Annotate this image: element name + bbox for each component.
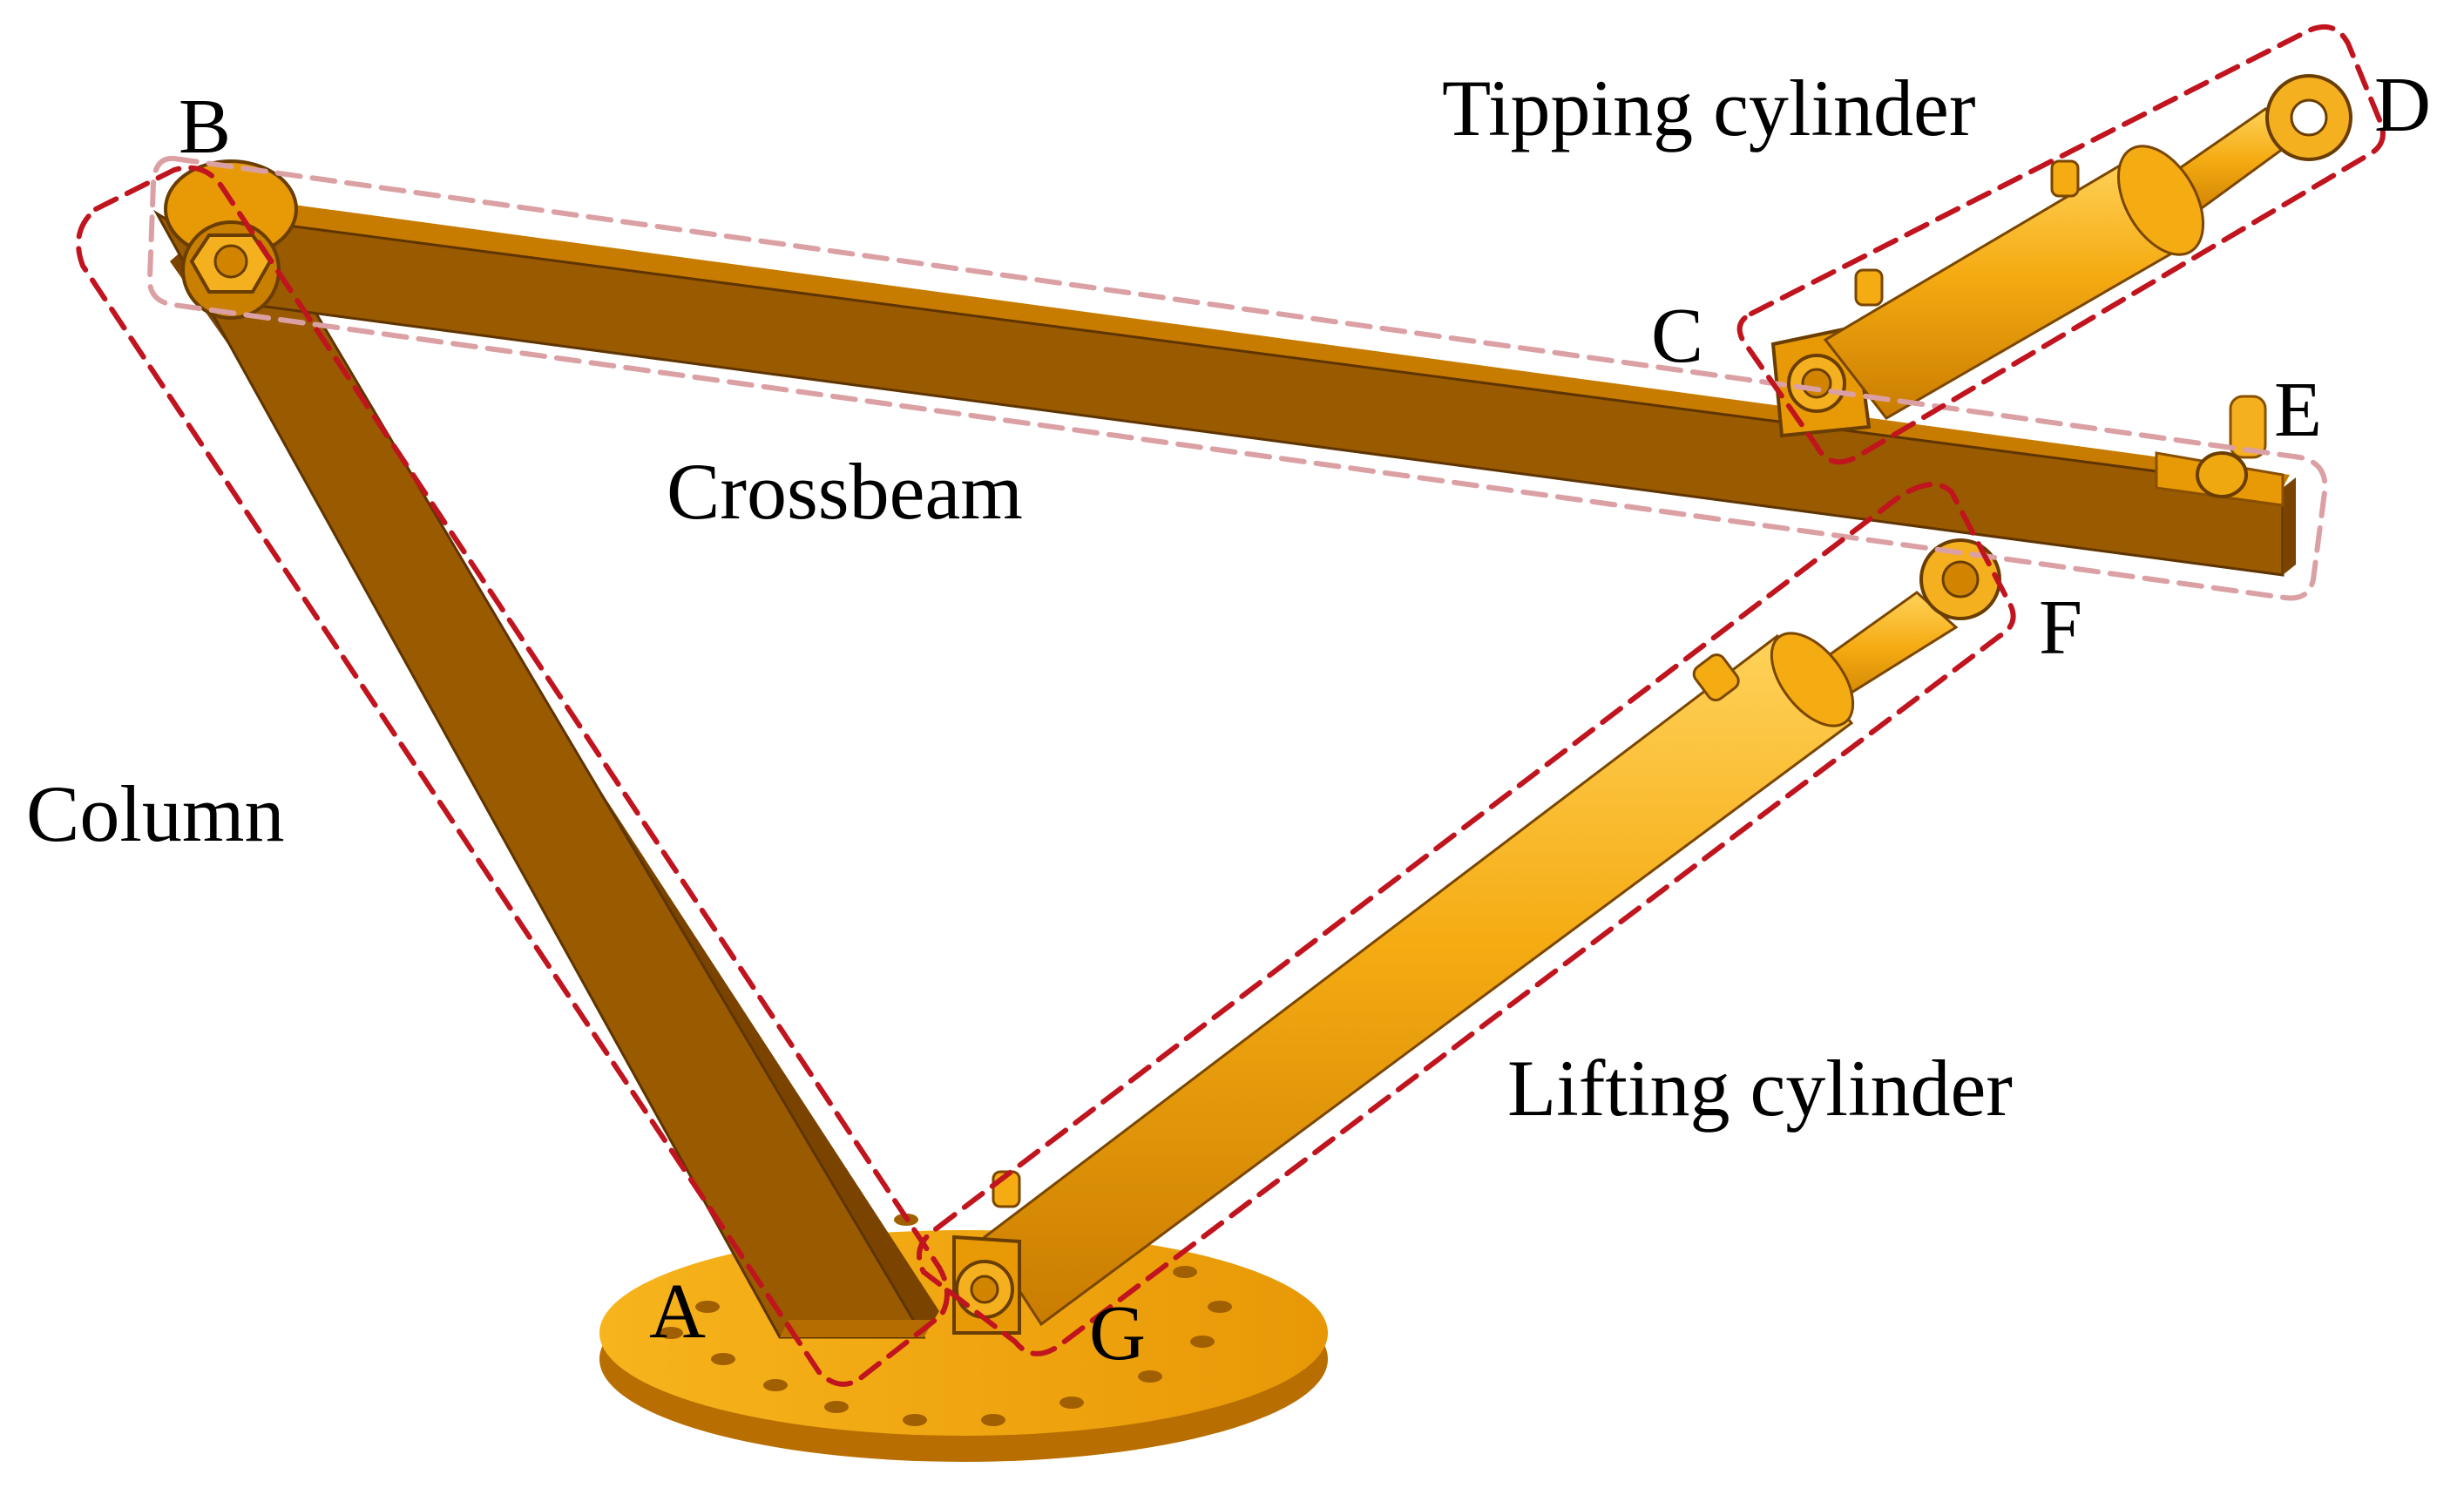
point-label-a: A [649, 1268, 706, 1355]
point-label-e: E [2274, 367, 2322, 453]
pivot-b-joint [164, 159, 298, 320]
tipping-cylinder-label: Tipping cylinder [1442, 64, 1976, 152]
point-label-c: C [1651, 293, 1703, 379]
tipping-cylinder-outline [1736, 24, 2386, 465]
point-label-g: G [1089, 1290, 1146, 1376]
column-outline [76, 165, 950, 1387]
tipping-cylinder-body [1823, 74, 2352, 420]
point-label-f: F [2039, 585, 2082, 671]
lifting-cylinder-cap [1770, 632, 1855, 727]
crossbeam-beam [183, 192, 2296, 577]
lifting-cylinder-body [952, 538, 2001, 1335]
pivot-e-bracket [2155, 395, 2285, 507]
crossbeam-end-face [2283, 477, 2296, 575]
pivot-d-eye [2265, 74, 2352, 161]
crossbeam-top-face [183, 192, 2290, 488]
dashed-outlines [76, 24, 2386, 1387]
column-bottom-face [780, 1320, 934, 1337]
crossbeam-label: Crossbeam [667, 447, 1023, 536]
lifting-cylinder-label: Lifting cylinder [1507, 1044, 2013, 1133]
lifting-cylinder-barrel [982, 633, 1854, 1327]
column-label: Column [26, 769, 284, 858]
pivot-g-joint [952, 1234, 1021, 1335]
tipping-cylinder-cap [2116, 145, 2205, 256]
point-label-b: B [179, 84, 231, 170]
point-label-d: D [2374, 62, 2431, 148]
lifting-cylinder-outline [917, 482, 2016, 1356]
crossbeam-outline [146, 155, 2328, 601]
pivot-f-joint [1919, 538, 2001, 620]
